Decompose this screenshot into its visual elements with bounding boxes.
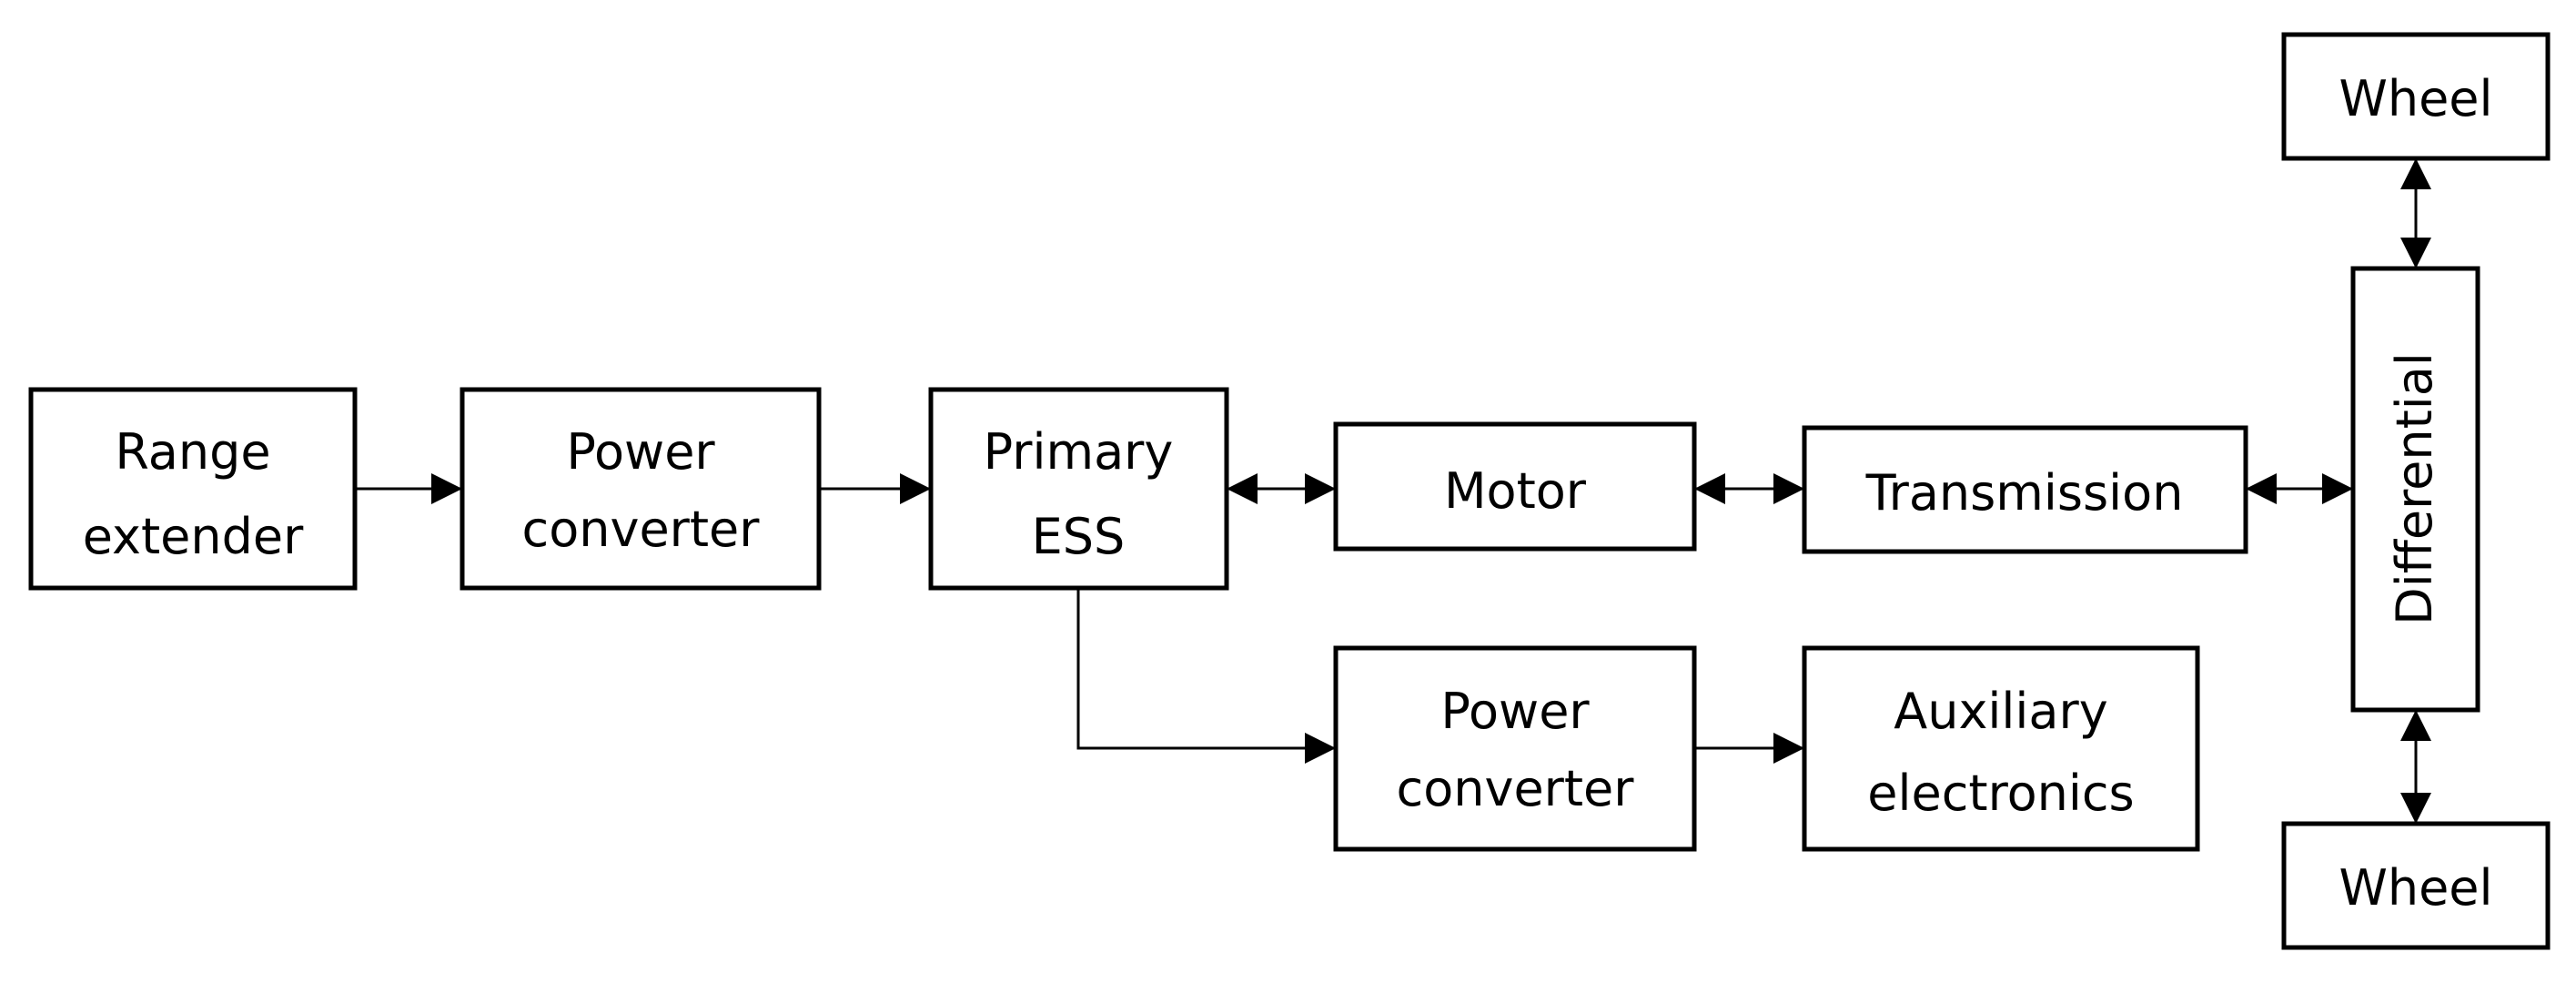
power-converter-1-label-line1: Power [566, 423, 715, 481]
power-converter-1-label-line2: converter [522, 501, 761, 558]
power-converter-block-2: Power converter [1333, 645, 1697, 852]
wheel-bottom-label: Wheel [2339, 859, 2492, 917]
transmission-block: Transmission [1802, 425, 2248, 554]
auxiliary-electronics-label-line1: Auxiliary [1894, 683, 2107, 740]
auxiliary-electronics-block: Auxiliary electronics [1802, 645, 2200, 852]
range-extender-label-line2: extender [83, 508, 304, 565]
differential-block: Differential [2350, 266, 2480, 713]
transmission-label: Transmission [1865, 464, 2184, 522]
auxiliary-electronics-label-line2: electronics [1867, 765, 2134, 822]
arrow-primary-ess-to-power-converter-2 [1076, 588, 1336, 764]
power-converter-2-label-line1: Power [1440, 683, 1590, 740]
motor-block: Motor [1333, 421, 1697, 552]
range-extender-block: Range extender [28, 387, 358, 591]
power-converter-block-1: Power converter [460, 387, 822, 591]
primary-ess-block: Primary ESS [928, 387, 1229, 591]
wheel-top-block: Wheel [2281, 32, 2551, 161]
primary-ess-label-line2: ESS [1032, 508, 1126, 565]
wheel-top-label: Wheel [2339, 70, 2492, 127]
wheel-bottom-block: Wheel [2281, 821, 2551, 950]
motor-label: Motor [1444, 462, 1587, 520]
differential-label: Differential [2386, 352, 2443, 625]
primary-ess-label-line1: Primary [984, 423, 1174, 481]
power-converter-2-label-line2: converter [1397, 760, 1635, 817]
range-extender-label-line1: Range [115, 423, 270, 481]
